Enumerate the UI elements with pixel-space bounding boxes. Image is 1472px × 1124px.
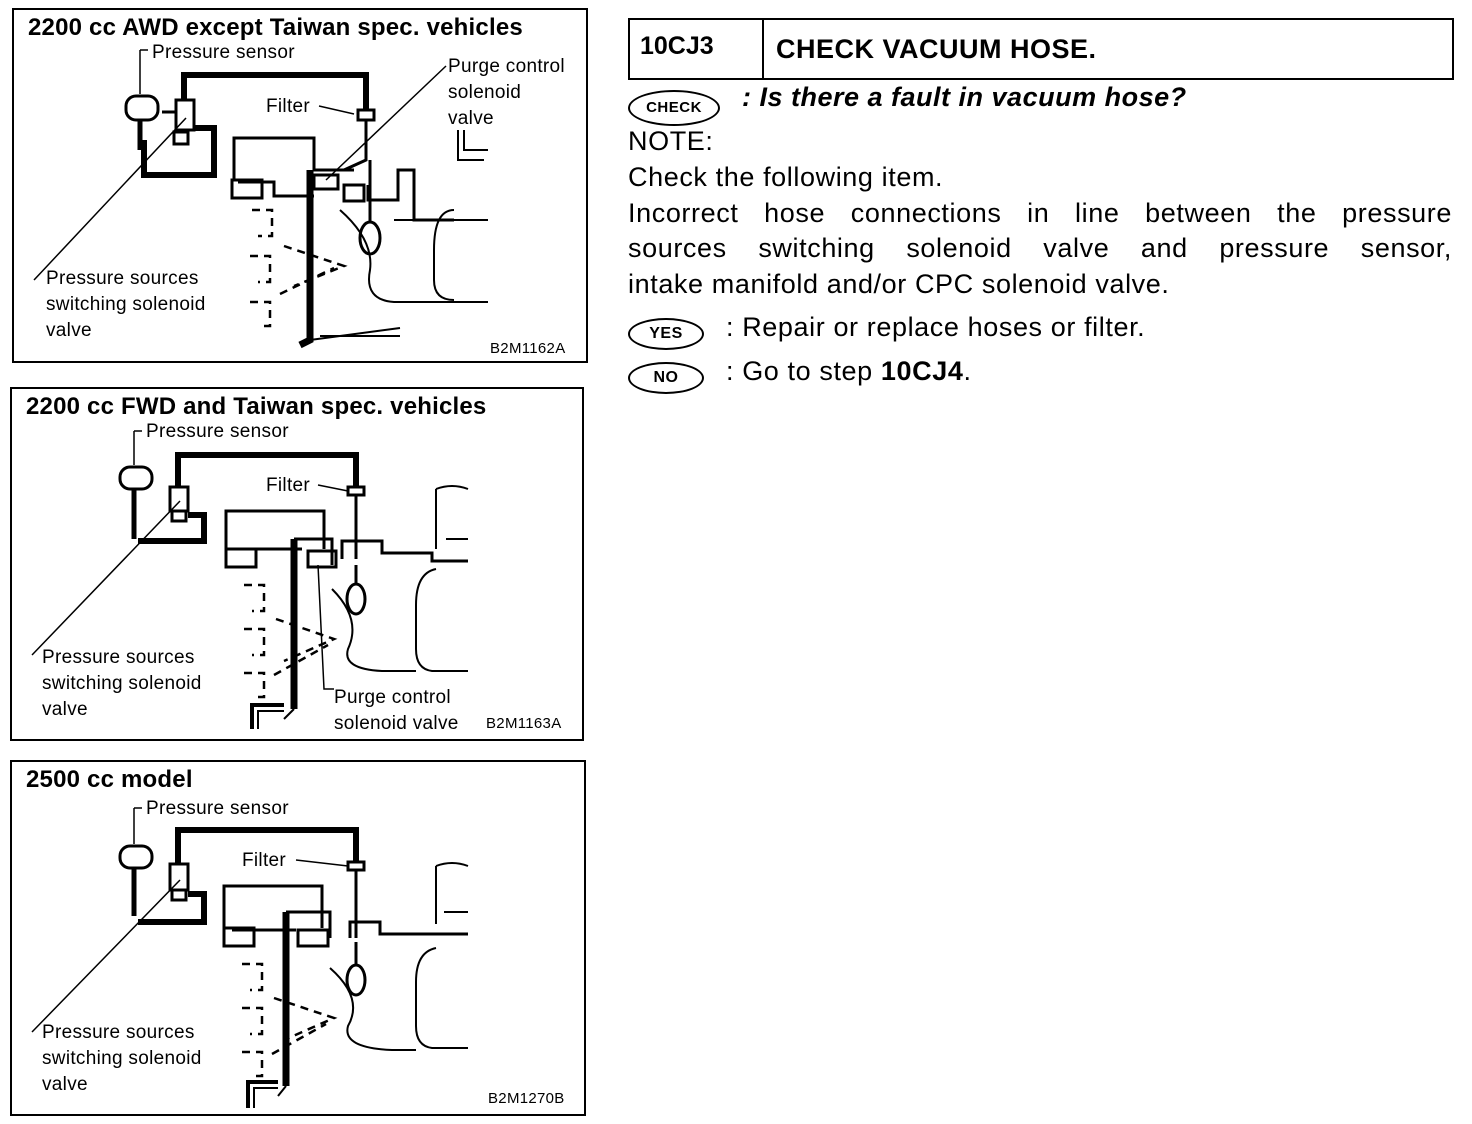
- diagram-panel-fwd: 2200 cc FWD and Taiwan spec. vehicles Pr…: [10, 387, 584, 741]
- label-switching-line1: Pressure sources: [42, 647, 195, 668]
- label-switching-line2: switching solenoid: [42, 1048, 202, 1069]
- note-line-1: Check the following item.: [628, 162, 944, 192]
- no-action-prefix: : Go to step: [726, 356, 881, 386]
- figure-code: B2M1162A: [490, 340, 566, 357]
- label-switching-line2: switching solenoid: [42, 673, 202, 694]
- figure-code: B2M1163A: [486, 715, 562, 732]
- step-id: 10CJ3: [630, 20, 764, 78]
- label-switching-line3: valve: [46, 320, 92, 341]
- yes-badge: YES: [628, 318, 704, 350]
- diagram-panel-2500: 2500 cc model Pressure sensor Filter Pre…: [10, 760, 586, 1116]
- check-question: : Is there a fault in vacuum hose?: [742, 82, 1187, 112]
- label-purge-line2: solenoid: [448, 82, 522, 103]
- no-action: : Go to step 10CJ4.: [726, 356, 972, 387]
- no-action-suffix: .: [963, 356, 972, 386]
- no-badge: NO: [628, 362, 704, 394]
- note-line-3: sources switching solenoid valve and pre…: [628, 233, 1452, 263]
- note-line-4: intake manifold and/or CPC solenoid valv…: [628, 269, 1170, 299]
- panel-title: 2500 cc model: [26, 766, 193, 793]
- yes-action: : Repair or replace hoses or filter.: [726, 312, 1146, 342]
- vacuum-hose-diagram-2500: [31, 807, 469, 1108]
- label-pressure-sensor: Pressure sensor: [146, 421, 289, 442]
- diagram-panel-awd: 2200 cc AWD except Taiwan spec. vehicles…: [12, 8, 588, 363]
- step-header: 10CJ3 CHECK VACUUM HOSE.: [628, 18, 1454, 80]
- label-purge-line1: Purge control: [334, 687, 451, 708]
- label-switching-line3: valve: [42, 699, 88, 720]
- label-switching-line1: Pressure sources: [46, 268, 199, 289]
- label-filter: Filter: [266, 475, 311, 496]
- figure-code: B2M1270B: [488, 1090, 565, 1107]
- label-purge-line3: valve: [448, 108, 494, 129]
- step-title: CHECK VACUUM HOSE.: [776, 34, 1097, 64]
- label-filter: Filter: [266, 96, 311, 117]
- vacuum-hose-diagram-awd: [33, 49, 488, 349]
- vacuum-hose-diagram-fwd: [31, 430, 469, 729]
- label-purge-line1: Purge control: [448, 56, 565, 77]
- panel-title: 2200 cc AWD except Taiwan spec. vehicles: [28, 14, 523, 41]
- label-switching-line2: switching solenoid: [46, 294, 206, 315]
- label-pressure-sensor: Pressure sensor: [146, 798, 289, 819]
- label-pressure-sensor: Pressure sensor: [152, 42, 295, 63]
- label-filter: Filter: [242, 850, 287, 871]
- label-purge-line2: solenoid valve: [334, 713, 459, 734]
- panel-title: 2200 cc FWD and Taiwan spec. vehicles: [26, 393, 487, 420]
- label-switching-line1: Pressure sources: [42, 1022, 195, 1043]
- no-action-target: 10CJ4: [880, 356, 964, 386]
- label-switching-line3: valve: [42, 1074, 88, 1095]
- check-badge: CHECK: [628, 90, 720, 126]
- note-line-2: Incorrect hose connections in line betwe…: [628, 198, 1452, 228]
- note-label: NOTE:: [628, 126, 714, 156]
